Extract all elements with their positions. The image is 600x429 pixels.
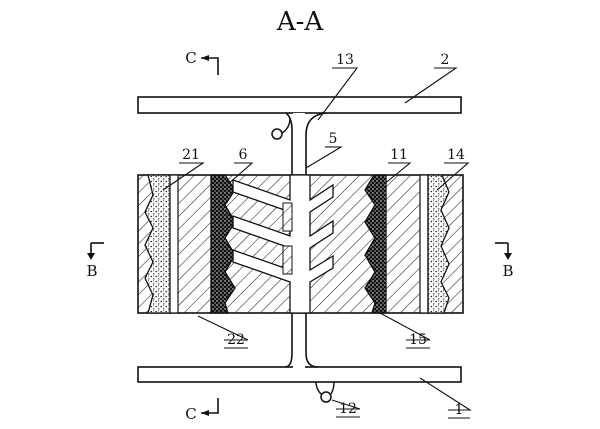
svg-text:B: B — [502, 262, 513, 280]
callout-22: 22 — [227, 332, 245, 348]
main-block — [137, 174, 464, 314]
callout-labels: 13 2 5 21 6 11 14 22 15 12 1 — [182, 52, 465, 418]
svg-text:B: B — [86, 262, 97, 280]
right-dotted-layer — [427, 174, 450, 314]
callout-12: 12 — [339, 401, 357, 417]
svg-text:C: C — [185, 405, 196, 423]
right-dense-layer — [364, 174, 387, 314]
top-plate — [137, 96, 462, 114]
marker-b-left: B — [86, 242, 104, 280]
bottom-plate — [137, 366, 462, 383]
loop-12 — [320, 391, 332, 403]
callout-underlines — [179, 67, 470, 419]
marker-b-right: B — [495, 242, 514, 280]
callout-13: 13 — [336, 52, 354, 68]
callout-11: 11 — [390, 147, 408, 163]
callout-21: 21 — [182, 147, 200, 163]
callout-6: 6 — [239, 147, 248, 163]
marker-c-top: C — [185, 49, 219, 75]
callout-1: 1 — [455, 402, 464, 418]
callout-2: 2 — [441, 52, 450, 68]
callout-15: 15 — [409, 332, 427, 348]
svg-text:C: C — [185, 49, 196, 67]
right-white-strip — [419, 174, 429, 314]
callout-5: 5 — [329, 131, 338, 147]
callout-14: 14 — [447, 147, 465, 163]
loop-13 — [271, 128, 283, 140]
section-title: A-A — [276, 7, 325, 37]
left-white-strip — [169, 174, 179, 314]
marker-c-bottom: C — [185, 398, 219, 423]
